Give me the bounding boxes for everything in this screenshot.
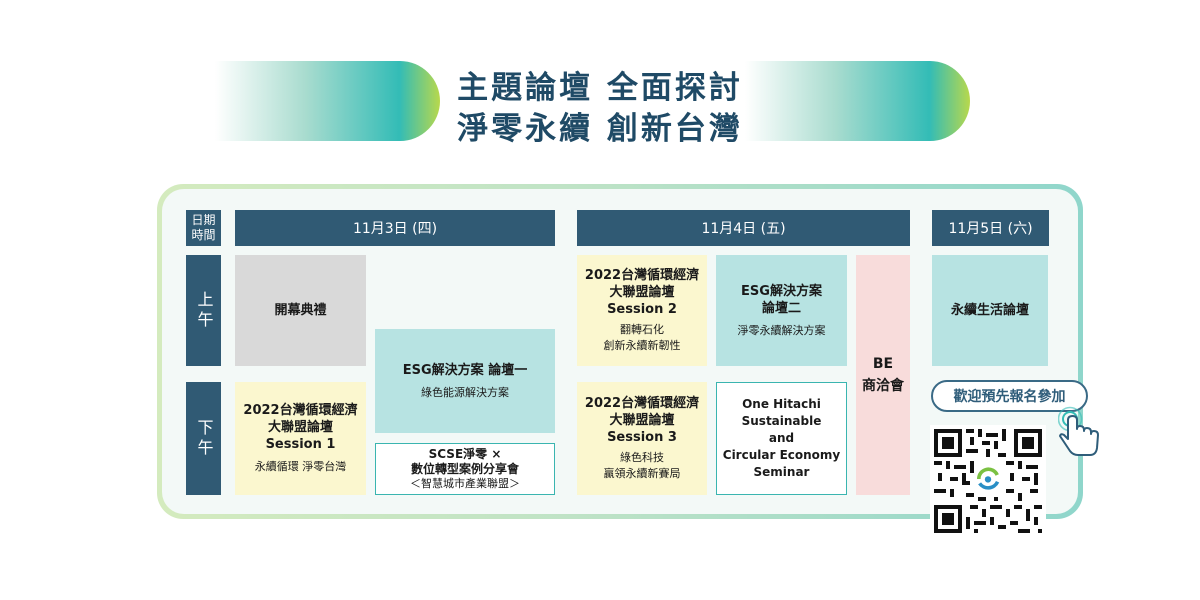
session-esg-forum2-subtitle: 淨零永續解決方案 xyxy=(737,323,826,337)
session-scse-title-l1: SCSE淨零 × xyxy=(428,447,502,461)
title-decoration-left xyxy=(215,61,440,141)
day-header-nov5: 11月5日 (六) xyxy=(932,210,1049,246)
session-hitachi-title-l5: Seminar xyxy=(753,465,810,479)
session-hitachi-title-l4: Circular Economy xyxy=(722,448,841,462)
session-circular-2-subtitle-l2: 創新永續新韌性 xyxy=(603,339,681,352)
session-circular-1: 2022台灣循環經濟 大聯盟論壇 Session 1 永續循環 淨零台灣 xyxy=(235,382,366,495)
session-circular-3-title-l2: 大聯盟論壇 xyxy=(609,413,675,428)
registration-qr-code[interactable] xyxy=(930,425,1046,537)
session-circular-3-subtitle-l2: 贏領永續新賽局 xyxy=(603,467,681,480)
date-time-label: 日期 時間 xyxy=(186,210,221,246)
register-button[interactable]: 歡迎預先報名參加 xyxy=(931,380,1088,412)
morning-label: 上午 xyxy=(186,255,221,366)
session-living-forum-title: 永續生活論壇 xyxy=(950,303,1029,318)
session-circular-1-title-l1: 2022台灣循環經濟 xyxy=(243,403,358,418)
afternoon-label-text: 下午 xyxy=(194,418,214,459)
session-scse-title-l2: 數位轉型案例分享會 xyxy=(410,462,519,476)
session-esg-forum2-title-l2: 論壇二 xyxy=(761,300,801,316)
session-esg-forum1: ESG解決方案 論壇一 綠色能源解決方案 xyxy=(375,329,555,433)
day-header-nov4: 11月4日 (五) xyxy=(577,210,910,246)
session-circular-3-title-l1: 2022台灣循環經濟 xyxy=(584,396,700,411)
session-esg-forum1-title: ESG解決方案 論壇一 xyxy=(402,362,528,378)
session-living-forum: 永續生活論壇 xyxy=(932,255,1048,366)
session-be-title-l1: BE xyxy=(872,356,894,372)
session-circular-3-subtitle-l1: 綠色科技 xyxy=(620,451,664,464)
session-hitachi: One Hitachi Sustainable and Circular Eco… xyxy=(716,382,847,495)
session-scse: SCSE淨零 × 數位轉型案例分享會 ＜智慧城市產業聯盟＞ xyxy=(375,443,555,495)
session-esg-forum1-subtitle: 綠色能源解決方案 xyxy=(421,385,509,399)
session-circular-1-title-l2: 大聯盟論壇 xyxy=(267,420,333,435)
session-circular-2-title-l1: 2022台灣循環經濟 xyxy=(584,268,700,283)
day-header-nov3: 11月3日 (四) xyxy=(235,210,555,246)
session-circular-1-subtitle: 永續循環 淨零台灣 xyxy=(254,460,347,473)
register-button-label: 歡迎預先報名參加 xyxy=(953,389,1066,405)
pointing-hand-icon xyxy=(1058,406,1099,456)
session-hitachi-title-l3: and xyxy=(768,431,795,445)
afternoon-label: 下午 xyxy=(186,382,221,495)
session-circular-2: 2022台灣循環經濟 大聯盟論壇 Session 2 翻轉石化 創新永續新韌性 xyxy=(577,255,707,366)
corner-label-date: 日期 xyxy=(191,213,216,227)
session-esg-forum2-title-l1: ESG解決方案 xyxy=(741,283,822,299)
session-circular-3-title-l3: Session 3 xyxy=(607,430,677,445)
page-title-line2: 淨零永續 創新台灣 xyxy=(457,111,743,147)
session-esg-forum2: ESG解決方案 論壇二 淨零永續解決方案 xyxy=(716,255,847,366)
session-circular-2-subtitle-l1: 翻轉石化 xyxy=(620,323,664,336)
session-hitachi-title-l1: One Hitachi xyxy=(742,397,821,411)
page-title-line1: 主題論壇 全面探討 xyxy=(457,70,743,106)
session-be-title-l2: 商洽會 xyxy=(862,378,904,394)
session-scse-subtitle: ＜智慧城市產業聯盟＞ xyxy=(410,477,520,490)
session-circular-1-title-l3: Session 1 xyxy=(265,437,336,452)
session-circular-3: 2022台灣循環經濟 大聯盟論壇 Session 3 綠色科技 贏領永續新賽局 xyxy=(577,382,707,495)
session-circular-2-title-l2: 大聯盟論壇 xyxy=(609,285,675,300)
session-opening: 開幕典禮 xyxy=(235,255,366,366)
session-hitachi-title-l2: Sustainable xyxy=(741,414,822,428)
qr-code-icon xyxy=(930,425,1046,537)
session-be: BE 商洽會 xyxy=(856,255,910,495)
morning-label-text: 上午 xyxy=(194,290,214,331)
corner-label-time: 時間 xyxy=(191,228,216,242)
title-decoration-right xyxy=(745,61,970,141)
session-opening-title: 開幕典禮 xyxy=(274,303,327,318)
session-circular-2-title-l3: Session 2 xyxy=(607,302,677,317)
